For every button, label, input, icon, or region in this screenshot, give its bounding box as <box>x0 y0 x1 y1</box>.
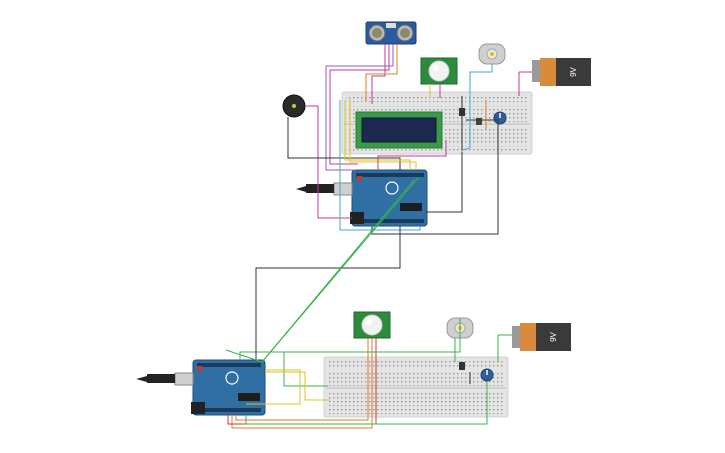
diode-top[interactable] <box>476 118 482 125</box>
bottom-breadboard[interactable] <box>323 356 509 418</box>
arduino-bottom[interactable] <box>174 359 266 416</box>
battery-bottom[interactable]: 9V <box>512 323 571 351</box>
usb-cable-top[interactable] <box>296 184 334 193</box>
top-wires <box>287 44 532 235</box>
battery-top[interactable]: 9V <box>532 58 591 86</box>
buzzer[interactable] <box>282 94 306 118</box>
battery-top-label: 9V <box>569 66 578 76</box>
pir-sensor-top[interactable] <box>420 57 458 85</box>
link-wires <box>225 177 419 363</box>
ultrasonic-sensor[interactable] <box>365 21 417 45</box>
battery-bottom-label: 9V <box>549 331 558 341</box>
usb-cable-bottom[interactable] <box>136 374 175 383</box>
dc-motor-top[interactable] <box>478 43 506 65</box>
arduino-top[interactable] <box>333 169 428 227</box>
bottom-wires <box>227 226 512 429</box>
pir-sensor-bottom[interactable] <box>353 311 391 339</box>
potentiometer-bottom[interactable] <box>480 368 494 382</box>
lcd-display[interactable] <box>355 108 443 149</box>
potentiometer-top[interactable] <box>493 111 507 125</box>
transistor-bottom[interactable] <box>459 362 465 370</box>
